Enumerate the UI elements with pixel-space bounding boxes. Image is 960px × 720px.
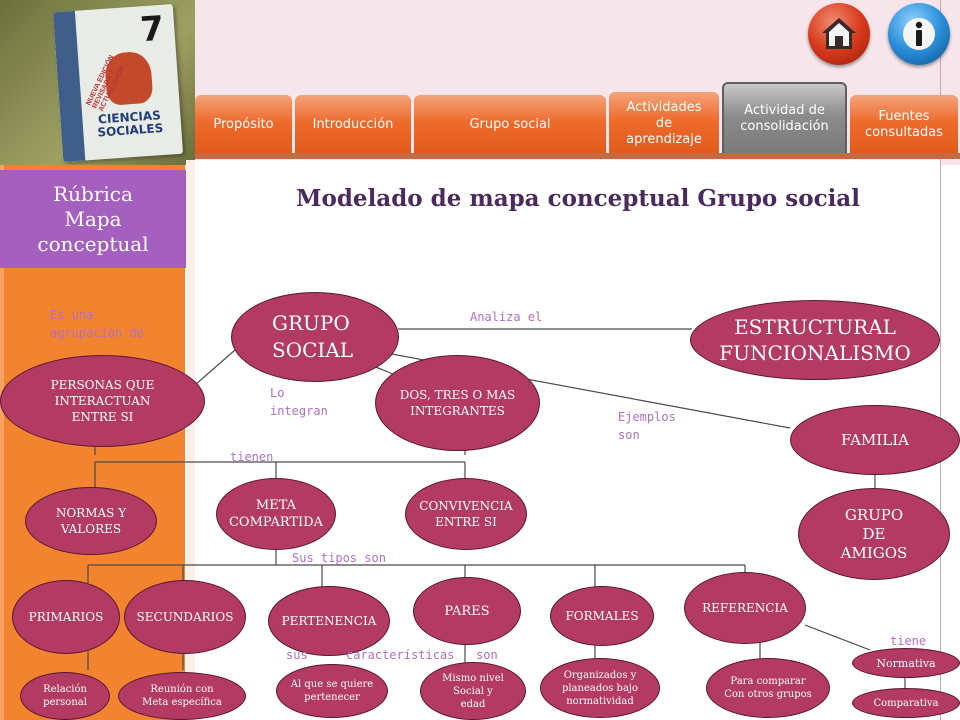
node-convivencia: CONVIVENCIA ENTRE SI <box>405 478 527 550</box>
node-reunion-meta: Reunión con Meta específica <box>118 672 246 720</box>
rubrica-link[interactable]: Rúbrica Mapa conceptual <box>0 170 186 268</box>
node-meta-compartida: META COMPARTIDA <box>216 478 336 550</box>
tab-grupo-social[interactable]: Grupo social <box>414 95 606 155</box>
label-son: son <box>476 648 498 662</box>
home-button[interactable] <box>808 3 870 65</box>
page-title: Modelado de mapa conceptual Grupo social <box>296 185 860 212</box>
node-grupo-amigos: GRUPO DE AMIGOS <box>798 488 950 580</box>
tab-introduccion[interactable]: Introducción <box>295 95 411 155</box>
node-personas-interactuan: PERSONAS QUE INTERACTUAN ENTRE SI <box>0 355 205 447</box>
tab-bar-shadow <box>195 153 960 159</box>
label-analiza-el: Analiza el <box>470 310 543 324</box>
node-referencia: REFERENCIA <box>684 572 806 644</box>
info-button[interactable] <box>888 3 950 65</box>
label-ejemplos-son: Ejemplos son <box>618 410 676 442</box>
label-lo-integran: Lo integran <box>270 386 328 418</box>
left-panel-edge <box>0 165 4 720</box>
node-comparativa: Comparativa <box>852 688 960 718</box>
home-icon <box>822 18 856 49</box>
label-es-una-agrupacion: Es una agrupación de <box>50 308 144 340</box>
node-pares: PARES <box>413 577 521 645</box>
node-secundarios: SECUNDARIOS <box>124 580 246 654</box>
label-caracteristicas: características <box>346 648 455 662</box>
label-sus-tipos-son: Sus tipos son <box>292 551 386 565</box>
right-divider <box>940 0 941 720</box>
node-mismo-nivel: Mismo nivel Social y edad <box>420 662 526 720</box>
node-normativa: Normativa <box>852 648 960 678</box>
book-cover-image: 7 NUEVA EDICIÓN REVISADA Y ACTUALIZADA C… <box>0 0 195 165</box>
node-estructural-funcionalismo: ESTRUCTURAL FUNCIONALISMO <box>690 300 940 380</box>
node-primarios: PRIMARIOS <box>12 580 120 654</box>
tab-actividades-aprendizaje[interactable]: Actividades de aprendizaje <box>609 92 719 155</box>
node-pertenencia: PERTENENCIA <box>268 586 390 656</box>
node-organizados: Organizados y planeados bajo normativida… <box>540 658 660 718</box>
node-relacion-personal: Relación personal <box>20 672 110 720</box>
info-icon <box>903 18 935 50</box>
node-familia: FAMILIA <box>790 405 960 475</box>
node-dos-tres-integrantes: DOS, TRES O MAS INTEGRANTES <box>375 355 540 451</box>
node-normas-valores: NORMAS Y VALORES <box>25 487 157 555</box>
label-sus: sus <box>286 648 308 662</box>
node-al-que-pertenecer: Al que se quiere pertenecer <box>276 664 388 718</box>
node-grupo-social: GRUPO SOCIAL <box>231 292 399 382</box>
node-para-comparar: Para comparar Con otros grupos <box>706 658 830 718</box>
label-tienen: tienen <box>230 450 274 464</box>
tab-fuentes-consultadas[interactable]: Fuentes consultadas <box>850 95 958 155</box>
label-tiene: tiene <box>890 634 927 648</box>
tab-proposito[interactable]: Propósito <box>195 95 292 155</box>
node-formales: FORMALES <box>550 586 654 646</box>
